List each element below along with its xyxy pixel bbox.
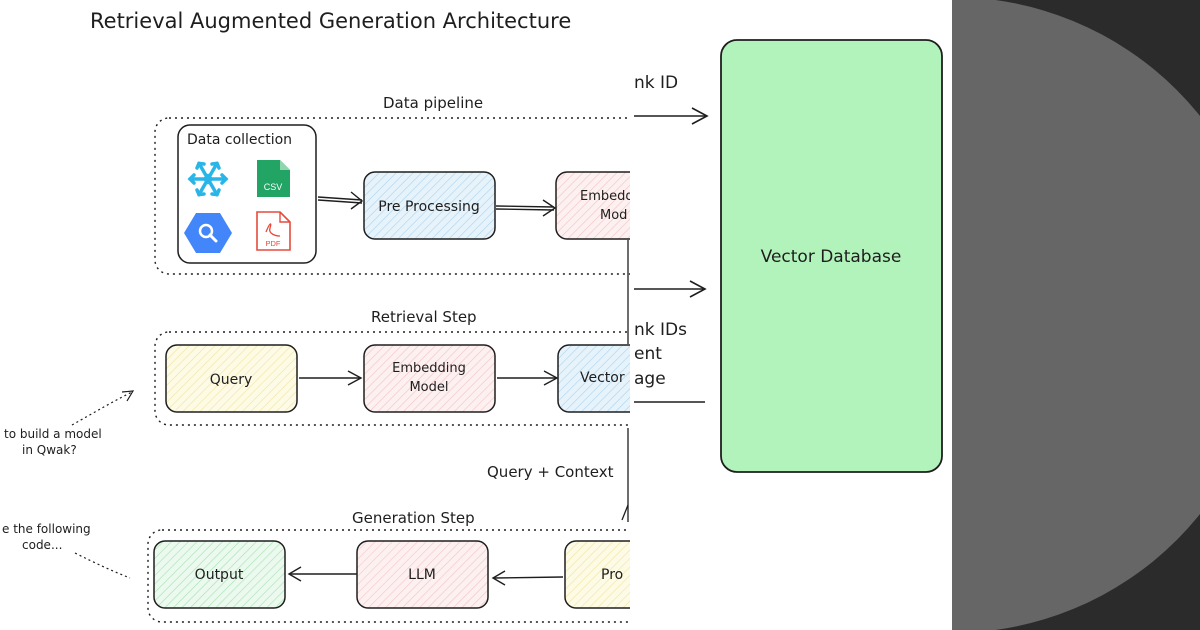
output-label: Output xyxy=(195,567,244,583)
retrieval-step-label: Retrieval Step xyxy=(371,308,477,326)
vector-database-label: Vector Database xyxy=(761,247,902,267)
chunk-ids-text: nk IDs xyxy=(634,320,687,340)
vector-database-box xyxy=(720,39,943,473)
pdf-file-icon: PDF xyxy=(256,211,291,251)
arrow-prompt-to-llm xyxy=(491,570,564,586)
snowflake-icon xyxy=(187,161,229,197)
embedding-model-box-retrieval xyxy=(363,344,496,413)
embedding-model-retrieval-line2: Model xyxy=(409,380,448,395)
csv-file-label: CSV xyxy=(264,182,283,192)
data-pipeline-label: Data pipeline xyxy=(383,94,483,112)
arrow-preprocessing-to-embedding xyxy=(495,199,557,217)
rag-architecture-diagram: Retrieval Augmented Generation Architect… xyxy=(2,9,943,623)
annotation-code-line2: code... xyxy=(22,538,62,552)
annotation-arrowhead-top xyxy=(121,390,135,402)
decorative-disc xyxy=(952,0,1200,630)
arrow-embedding-to-vector xyxy=(497,370,559,386)
embedding-model-pipeline-line2: Mod xyxy=(600,208,627,223)
connector-to-generation xyxy=(621,504,629,521)
arrow-query-to-embedding xyxy=(299,370,363,386)
arrow-llm-to-output xyxy=(287,566,357,582)
arrow-embedding-to-db xyxy=(634,280,707,298)
prompt-label: Pro xyxy=(601,567,623,583)
pre-processing-label: Pre Processing xyxy=(378,199,479,215)
annotation-dotted-arrow-top xyxy=(71,391,133,426)
right-side-panel xyxy=(952,0,1200,630)
csv-file-icon: CSV xyxy=(257,160,290,197)
retrieval-step-group xyxy=(154,331,656,426)
vector-storage-label: Vector xyxy=(580,370,625,386)
annotation-build-model-line1: to build a model xyxy=(4,427,102,441)
annotation-dotted-line-bottom xyxy=(74,552,131,579)
query-context-label: Query + Context xyxy=(487,463,614,481)
query-label: Query xyxy=(210,372,253,388)
data-pipeline-group xyxy=(154,117,656,275)
data-collection-label: Data collection xyxy=(187,132,292,148)
arrow-collection-to-preprocessing xyxy=(317,191,364,210)
llm-label: LLM xyxy=(408,567,436,583)
diagram-title: Retrieval Augmented Generation Architect… xyxy=(90,9,571,33)
output-box xyxy=(153,540,286,609)
annotation-code-line1: e the following xyxy=(2,522,91,536)
query-box xyxy=(165,344,298,413)
storage-text-fragment: age xyxy=(634,369,666,389)
generation-step-label: Generation Step xyxy=(352,509,475,527)
content-text-fragment: ent xyxy=(634,344,662,364)
pdf-file-label: PDF xyxy=(266,239,281,248)
llm-box xyxy=(356,540,489,609)
embedding-model-retrieval-line1: Embedding xyxy=(392,361,466,376)
annotation-build-model-line2: in Qwak? xyxy=(22,443,77,457)
bigquery-icon xyxy=(184,213,232,253)
pre-processing-box xyxy=(363,171,496,240)
chunk-id-text: nk ID xyxy=(634,73,678,93)
arrow-chunk-id-to-db xyxy=(634,107,709,125)
embedding-model-pipeline-line1: Embedd xyxy=(580,189,634,204)
